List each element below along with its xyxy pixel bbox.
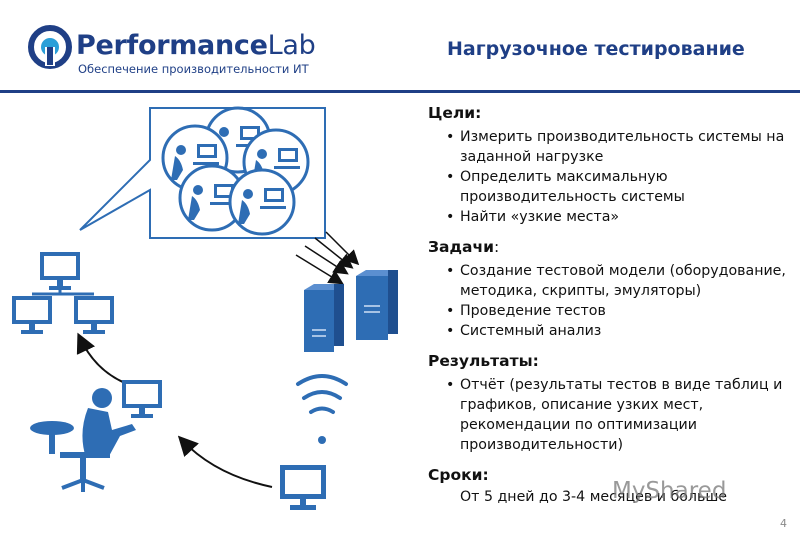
list-item: Отчёт (результаты тестов в виде таблиц и… — [428, 375, 788, 455]
tasks-heading-text: Задачи — [428, 238, 494, 256]
servers-icon — [304, 270, 398, 352]
slide-content: Цели: Измерить производительность систем… — [428, 103, 788, 507]
monitor-icon — [280, 465, 326, 510]
logo-brand-bold: Performance — [76, 30, 268, 61]
results-heading: Результаты: — [428, 352, 539, 370]
header-divider — [0, 90, 800, 93]
tasks-list: Создание тестовой модели (оборудование, … — [428, 261, 788, 341]
slide-header — [0, 0, 800, 90]
tasks-heading: Задачи: — [428, 237, 788, 257]
network-computers-icon — [12, 252, 114, 334]
logo-mark-icon — [28, 25, 72, 73]
arrow-up-icon — [76, 332, 126, 384]
goals-list: Измерить производительность системы на з… — [428, 127, 788, 227]
logo-text: PerformanceLab — [76, 30, 316, 61]
illustration — [12, 106, 398, 510]
user-group-bubble-icon — [79, 106, 326, 239]
watermark: MyShared — [612, 478, 727, 504]
arrow-back-icon — [177, 435, 273, 488]
wifi-signal-icon — [296, 374, 348, 444]
list-item: Системный анализ — [428, 321, 788, 341]
worker-at-desk-icon — [30, 380, 162, 492]
results-list: Отчёт (результаты тестов в виде таблиц и… — [428, 375, 788, 455]
list-item: Проведение тестов — [428, 301, 788, 321]
logo-subtitle: Обеспечение производительности ИТ — [78, 62, 309, 76]
load-arrows-icon — [295, 231, 360, 285]
terms-text: От 5 дней до 3-4 месяцев и больше — [460, 489, 728, 505]
list-item: Определить максимальную производительнос… — [428, 167, 788, 207]
page-number: 4 — [780, 517, 787, 530]
goals-heading: Цели: — [428, 104, 482, 122]
slide-title: Нагрузочное тестирование — [447, 38, 745, 60]
list-item: Создание тестовой модели (оборудование, … — [428, 261, 788, 301]
list-item: Найти «узкие места» — [428, 207, 788, 227]
list-item: Измерить производительность системы на з… — [428, 127, 788, 167]
logo-brand-light: Lab — [267, 30, 316, 61]
terms-heading: Сроки: — [428, 466, 489, 484]
tasks-heading-colon: : — [493, 238, 500, 256]
